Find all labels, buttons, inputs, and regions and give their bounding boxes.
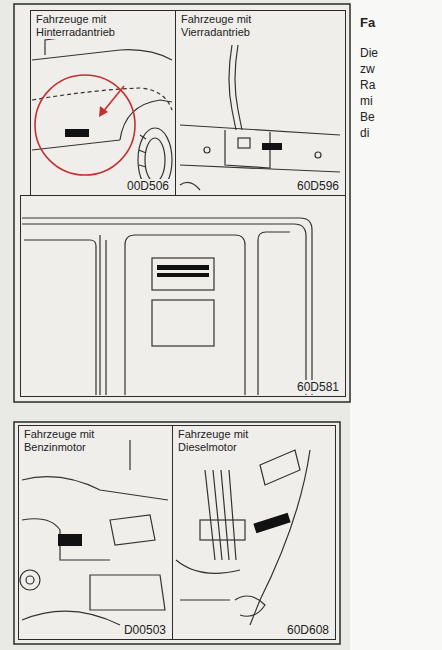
figure-panel: Fahrzeuge mit BenzinmotorD00503: [18, 425, 173, 640]
figure-panel: Fahrzeuge mit Dieselmotor 60D608: [172, 425, 336, 640]
cut-heading: Fa: [360, 16, 375, 30]
cut-text: mi: [360, 94, 373, 108]
cut-text: zw: [360, 62, 375, 76]
figure-code: D00503: [122, 623, 168, 637]
cut-text: di: [360, 126, 369, 140]
figure-code: 60D608: [285, 623, 331, 637]
figure-code: 60D581: [295, 380, 341, 394]
cut-text: Die: [360, 46, 378, 60]
figure-panel: 60D581: [20, 195, 346, 397]
panel-heading: Fahrzeuge mit Benzinmotor: [22, 428, 122, 454]
panel-heading: Fahrzeuge mit Dieselmotor: [176, 428, 276, 454]
cut-text: Ra: [360, 78, 375, 92]
panel-heading: Fahrzeuge mit Vierradantrieb: [179, 13, 279, 39]
figure-panel: Fahrzeuge mit Hinterradantrieb 00D506: [30, 10, 176, 196]
cut-text: Be: [360, 110, 375, 124]
figure-code: 60D596: [295, 179, 341, 193]
panel-heading: Fahrzeuge mit Hinterradantrieb: [34, 13, 134, 39]
figure-panel: Fahrzeuge mit Vierradantrieb 60D596: [175, 10, 346, 196]
figure-code: 00D506: [125, 179, 171, 193]
